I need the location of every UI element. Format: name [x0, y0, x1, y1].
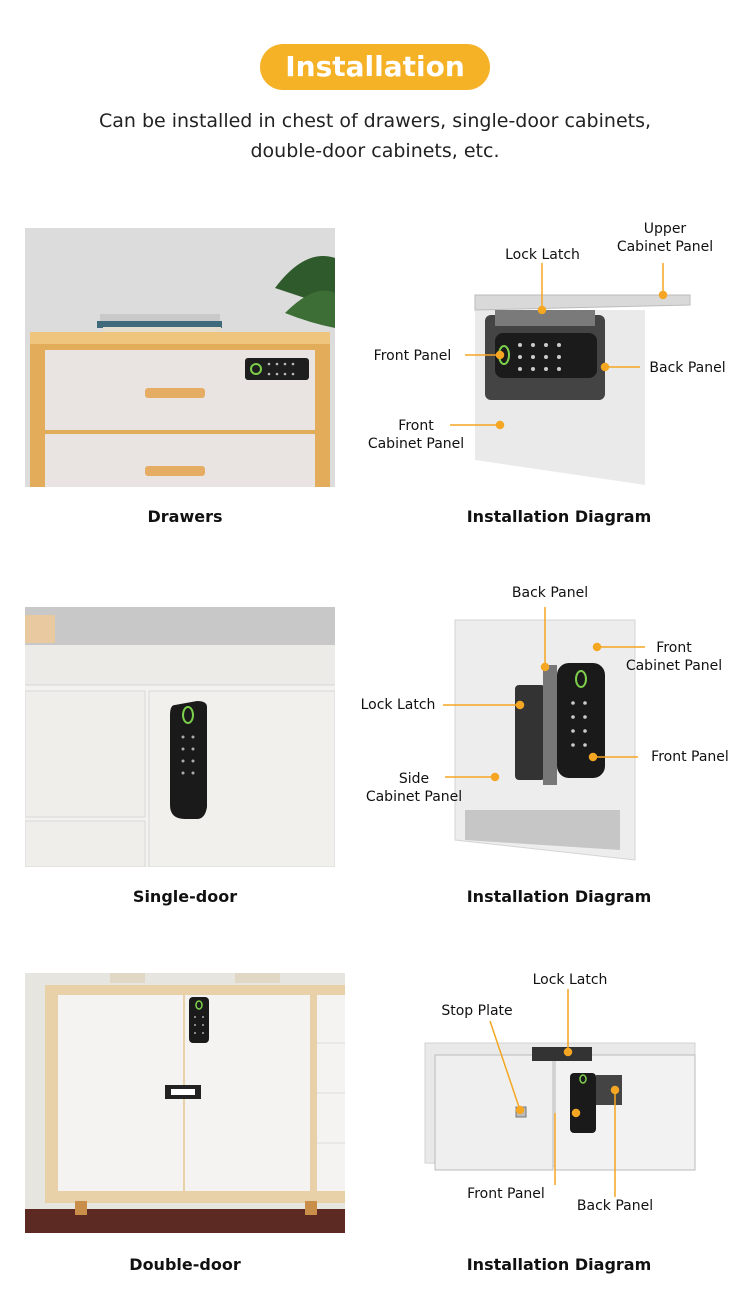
label-front-cabinet-2b: Cabinet Panel	[625, 658, 723, 674]
double-door-photo	[25, 973, 345, 1233]
label-back-panel-2: Back Panel	[511, 585, 589, 601]
single-door-photo	[25, 607, 335, 867]
single-door-installation-diagram	[355, 595, 750, 880]
label-side-cabinet-b: Cabinet Panel	[365, 789, 463, 805]
diagram-caption-3: Installation Diagram	[466, 1255, 652, 1274]
drawers-photo	[25, 228, 335, 487]
label-back-panel-3: Back Panel	[576, 1198, 654, 1214]
intro-line-2: double-door cabinets, etc.	[250, 140, 500, 162]
double-door-installation-diagram	[410, 965, 750, 1235]
label-lock-latch-3: Lock Latch	[532, 972, 608, 988]
installation-title-badge: Installation	[260, 44, 490, 90]
label-front-cabinet-1a: Front	[398, 418, 434, 434]
diagram-caption-1: Installation Diagram	[466, 507, 652, 526]
double-door-caption: Double-door	[129, 1255, 241, 1274]
label-front-cabinet-2a: Front	[656, 640, 692, 656]
label-stop-plate: Stop Plate	[441, 1003, 513, 1019]
diagram-caption-2: Installation Diagram	[466, 887, 652, 906]
drawers-installation-diagram	[355, 215, 750, 495]
intro-text: Can be installed in chest of drawers, si…	[40, 106, 710, 166]
label-front-panel-2: Front Panel	[651, 749, 729, 765]
label-back-panel-1: Back Panel	[649, 360, 726, 376]
label-front-cabinet-1b: Cabinet Panel	[367, 436, 465, 452]
single-door-caption: Single-door	[132, 887, 238, 906]
label-upper-1: Upper	[643, 221, 687, 237]
label-lock-latch-1: Lock Latch	[505, 247, 580, 263]
label-upper-2: Cabinet Panel	[616, 239, 714, 255]
label-front-panel-1: Front Panel	[373, 348, 452, 364]
drawers-caption: Drawers	[147, 507, 223, 526]
label-lock-latch-2: Lock Latch	[360, 697, 436, 713]
label-side-cabinet-a: Side	[398, 771, 430, 787]
intro-line-1: Can be installed in chest of drawers, si…	[98, 110, 652, 132]
label-front-panel-3: Front Panel	[467, 1186, 545, 1202]
